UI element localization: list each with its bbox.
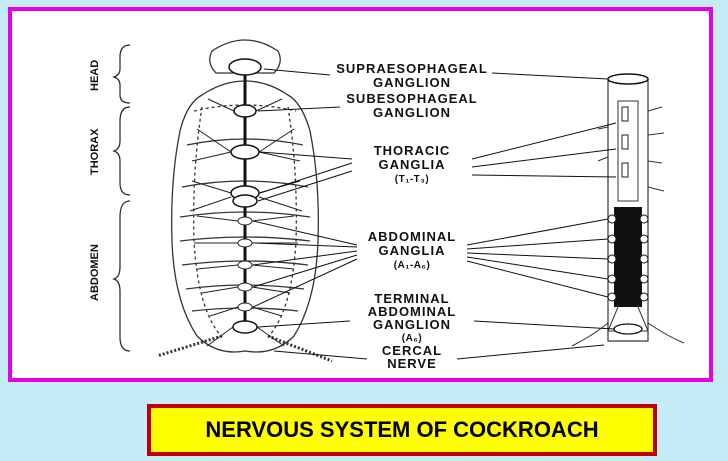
diagram-caption: NERVOUS SYSTEM OF COCKROACH [147,404,657,456]
left-nerve-cord [190,59,302,346]
abdominal-ganglion-2 [238,239,252,247]
abdominal-ganglion-4 [238,283,252,291]
subesophageal-label-line2: GANGLION [373,105,451,120]
thoracic-label-line2: GANGLIA [379,157,446,172]
abdominal-ganglion-1 [238,217,252,225]
region-thorax-label: THORAX [89,128,101,175]
abdominal-label-line2: GANGLIA [379,243,446,258]
thoracic-ganglion-3 [233,195,257,207]
abdominal-label-line3: (A₁-A₆) [394,260,431,271]
region-brackets [114,45,130,351]
label-subesophageal: SUBESOPHAGEAL GANGLION [346,91,477,120]
abdominal-ganglion-5 [238,303,252,311]
label-abdominal: ABDOMINAL GANGLIA (A₁-A₆) [368,229,456,271]
subesophageal-ganglion-left [234,105,256,117]
supraesophageal-ganglion-left [229,59,261,75]
region-abdomen-label: ABDOMEN [89,244,101,301]
diagram-frame: HEAD THORAX ABDOMEN [8,7,713,382]
cercal-label-line2: NERVE [387,356,437,371]
abdominal-label-line1: ABDOMINAL [368,229,456,244]
cerci [157,336,332,361]
supraesophageal-ganglion-right [608,74,648,84]
label-cercal: CERCAL NERVE [382,343,442,371]
label-thoracic: THORACIC GANGLIA (T₁-T₃) [374,143,451,185]
supraesophageal-label-line1: SUPRAESOPHAGEAL [336,61,488,76]
abdominal-ganglion-3 [238,261,252,269]
right-nerve-cord [572,74,684,346]
thoracic-label-line3: (T₁-T₃) [395,174,429,185]
supraesophageal-label-line2: GANGLION [373,75,451,90]
subesophageal-label-line1: SUBESOPHAGEAL [346,91,477,106]
label-terminal: TERMINAL ABDOMINAL GANGLION (A₆) [368,291,456,344]
thoracic-ganglion-1 [231,145,259,159]
terminal-ganglion-left [233,321,257,333]
cockroach-nervous-system-diagram: HEAD THORAX ABDOMEN [12,11,709,378]
region-head-label: HEAD [89,60,101,91]
terminal-label-line3: GANGLION [373,317,451,332]
thoracic-label-line1: THORACIC [374,143,451,158]
label-supraesophageal: SUPRAESOPHAGEAL GANGLION [336,61,488,90]
terminal-ganglion-right [614,324,642,334]
